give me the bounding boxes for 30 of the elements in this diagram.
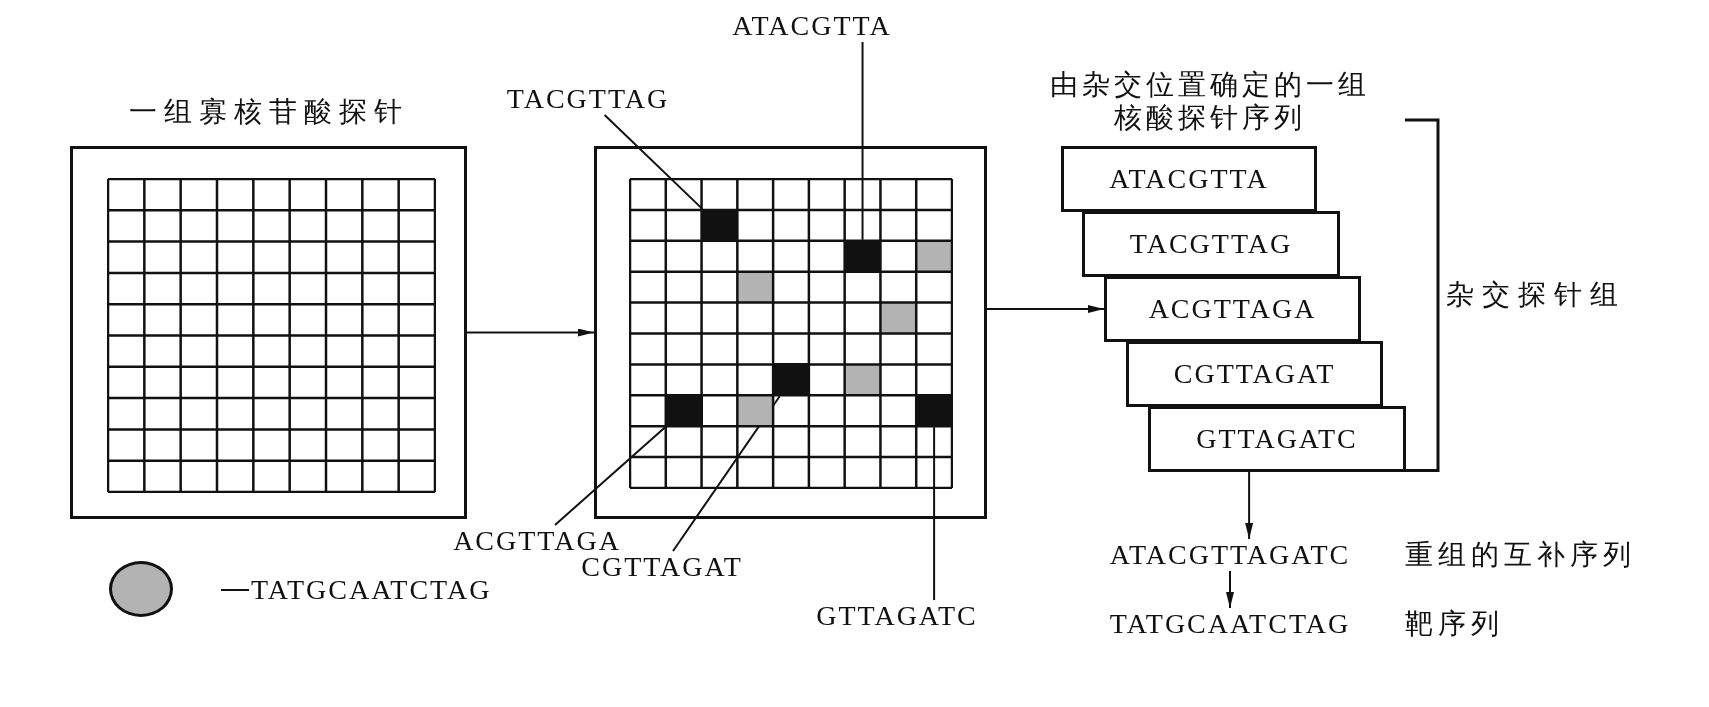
microarray-chip	[594, 146, 987, 519]
hybridized-spot	[772, 363, 810, 397]
hybridized-spot	[843, 239, 882, 273]
leader-line	[672, 395, 781, 552]
sequence-text: TATGCAATCTAG	[1109, 608, 1351, 640]
arrow	[1245, 471, 1254, 540]
bracket-label: 杂交探针组	[1446, 278, 1626, 312]
sequence-caption: 靶序列	[1405, 607, 1504, 641]
sequence-caption: 重组的互补序列	[1405, 538, 1636, 572]
probe-box: ACGTTAGA	[1104, 276, 1361, 342]
probe-sequence-label: ATACGTTA	[732, 10, 892, 42]
probe-box: TACGTTAG	[1082, 211, 1340, 277]
probe-box: ATACGTTA	[1061, 146, 1317, 212]
stack-heading: 由杂交位置确定的一组核酸探针序列	[1049, 68, 1371, 134]
leader-line	[554, 426, 667, 526]
legend-text: TATGCAATCTAG	[251, 574, 492, 606]
hybridized-spot	[915, 394, 953, 428]
arrow	[1226, 570, 1234, 609]
probe-sequence-label: TACGTTAG	[506, 83, 670, 115]
leader-line	[861, 41, 864, 241]
chip-heading: 一组寡核苷酸探针	[127, 95, 410, 129]
probe-box: CGTTAGAT	[1126, 341, 1383, 407]
probe-box: GTTAGATC	[1148, 406, 1406, 472]
hybridized-spot	[700, 208, 739, 242]
probe-sequence-label: GTTAGATC	[816, 600, 978, 632]
sequence-text: ATACGTTAGATC	[1109, 539, 1351, 571]
hybridized-spot	[664, 394, 703, 428]
leader-line	[933, 426, 936, 601]
arrow	[466, 328, 595, 337]
arrow	[986, 305, 1105, 313]
